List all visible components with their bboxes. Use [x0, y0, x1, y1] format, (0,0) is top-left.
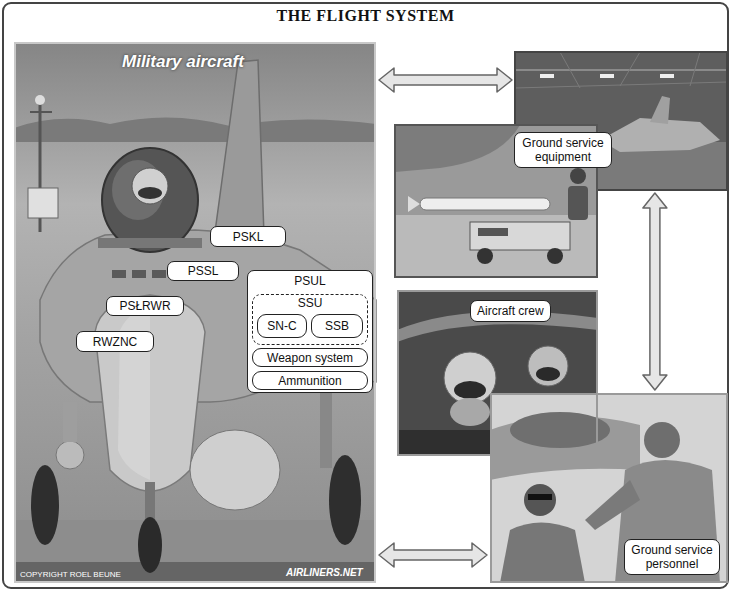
- aircraft-photo: [14, 42, 376, 583]
- watermark: COPYRIGHT ROEL BEUNE: [20, 570, 121, 579]
- ground-personnel-photo: [500, 523, 585, 584]
- aircraft-photo: [132, 270, 146, 278]
- box-label: PSKL: [233, 230, 264, 244]
- aircraft-crew-photo: [454, 381, 486, 399]
- aircraft-crew-photo: [450, 398, 490, 426]
- box-label: Ammunition: [278, 374, 341, 388]
- ground-equipment-photo: [570, 168, 586, 184]
- aircraft-photo: [329, 455, 361, 545]
- aircraft-photo: [102, 148, 198, 252]
- aircraft-photo: [14, 42, 376, 583]
- equipment-panel: Ground service equipment: [395, 52, 727, 278]
- double-arrow: [379, 68, 512, 92]
- panel-title: Aircraft crew: [470, 300, 551, 322]
- hangar-photo: [690, 52, 700, 86]
- ground-personnel-photo: [615, 460, 720, 583]
- panel-title: Ground service personnel: [624, 539, 720, 575]
- aircraft-photo: [30, 111, 52, 113]
- subsystem-group: PSUL SSU SN-C SSB Weapon systemAmmunition: [247, 270, 373, 393]
- subsystem-box: Weapon system: [252, 348, 368, 367]
- panel-title: Military aircraft: [122, 52, 244, 72]
- aircraft-photo: [152, 270, 166, 278]
- ground-equipment-photo: [568, 186, 588, 220]
- subsystem-box: RWZNC: [76, 331, 154, 352]
- aircraft-crew-photo: [444, 352, 496, 404]
- ground-equipment-photo: [420, 198, 550, 210]
- aircraft-photo: [95, 295, 205, 491]
- ground-equipment-photo: [470, 222, 570, 250]
- hangar-photo: [600, 74, 614, 78]
- aircraft-photo: [28, 188, 58, 218]
- aircraft-photo: [138, 187, 162, 199]
- aircraft-photo: [138, 517, 162, 573]
- aircraft-photo: [190, 430, 280, 510]
- subsystem-box: PSŁRWR: [106, 296, 184, 316]
- aircraft-photo: [31, 465, 59, 545]
- ground-personnel-photo: [524, 484, 556, 516]
- aircraft-photo: [112, 270, 126, 278]
- dashed-group: SSU SN-C SSB: [252, 294, 368, 345]
- aircraft-photo: [14, 117, 376, 142]
- box-label: PSSL: [188, 264, 219, 278]
- hangar-photo: [620, 52, 640, 86]
- aircraft-crew-photo: [536, 367, 560, 381]
- box-label: PSŁRWR: [119, 299, 170, 313]
- ground-equipment-photo: [395, 125, 520, 172]
- subsystem-box: PSKL: [210, 226, 286, 247]
- aircraft-photo: [320, 388, 332, 468]
- hangar-photo: [650, 96, 670, 124]
- diagram-title: THE FLIGHT SYSTEM: [0, 7, 731, 25]
- subsystem-box: SSB: [311, 314, 363, 338]
- ground-personnel-photo: [510, 412, 610, 448]
- box-label: SSB: [325, 319, 349, 333]
- ground-personnel-photo: [490, 393, 728, 583]
- ground-personnel-photo: [528, 494, 552, 500]
- hangar-photo: [560, 52, 580, 88]
- aircraft-photo: [132, 168, 168, 204]
- ground-personnel-photo: [644, 422, 680, 458]
- box-label: RWZNC: [93, 335, 137, 349]
- box-label: Weapon system: [267, 351, 353, 365]
- subsystem-box: PSSL: [167, 261, 239, 281]
- ground-equipment-photo: [408, 196, 420, 212]
- outer-frame: [3, 3, 728, 588]
- hangar-photo: [660, 74, 674, 78]
- aircraft-panel: Military aircraftPSKL PSSL PSŁRWR RWZNC PSUL…: [14, 42, 376, 583]
- aircraft-photo: [40, 230, 376, 402]
- aircraft-photo: [98, 238, 202, 248]
- box-label: SSU: [253, 296, 367, 310]
- personnel-panel: Ground service personnel: [490, 393, 728, 583]
- ground-personnel-photo: [490, 393, 728, 583]
- aircraft-photo: [56, 441, 84, 469]
- aircraft-crew-photo: [528, 346, 568, 386]
- double-arrow: [643, 193, 667, 390]
- aircraft-photo: [14, 520, 376, 583]
- ground-equipment-photo: [395, 215, 597, 277]
- hangar-photo: [540, 74, 554, 78]
- panel-title: Ground service equipment: [514, 132, 612, 168]
- box-label: SN-C: [267, 319, 296, 333]
- ground-equipment-photo: [477, 248, 493, 264]
- aircraft-photo: [35, 95, 45, 105]
- ground-equipment-photo: [478, 228, 508, 236]
- subsystem-box: Ammunition: [252, 371, 368, 390]
- ground-personnel-photo: [585, 480, 640, 530]
- subsystem-box: SN-C: [257, 314, 307, 338]
- aircraft-photo: [14, 562, 376, 583]
- ground-equipment-photo: [547, 248, 563, 264]
- double-arrow: [379, 543, 487, 567]
- aircraft-photo: [63, 402, 77, 442]
- watermark: AIRLINERS.NET: [286, 567, 363, 578]
- box-label: PSUL: [248, 274, 372, 288]
- crew-panel: Aircraft crew: [397, 290, 598, 456]
- aircraft-photo: [215, 60, 264, 236]
